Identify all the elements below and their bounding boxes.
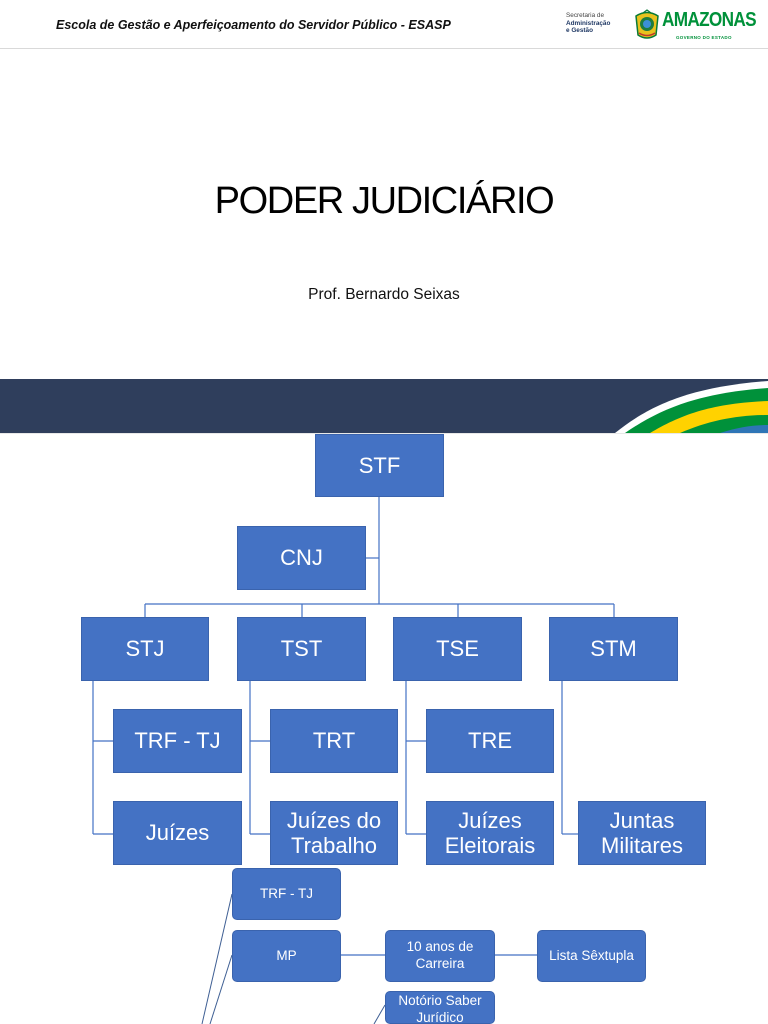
node-tst: TST	[237, 617, 366, 681]
secretariat-line: Administração	[566, 19, 611, 27]
node-tse: TSE	[393, 617, 522, 681]
secretariat-line: Secretaria de	[566, 12, 605, 19]
org-connectors	[92, 496, 615, 1024]
amazonas-seal-icon	[635, 9, 659, 39]
slide-divider	[0, 433, 768, 434]
node-stj: STJ	[81, 617, 209, 681]
node-appoint-notorio: Notório Saber Jurídico	[385, 991, 495, 1024]
node-trt: TRT	[270, 709, 398, 773]
node-appoint-list: Lista Sêxtupla	[537, 930, 646, 982]
slide-header: Escola de Gestão e Aperfeiçoamento do Se…	[0, 0, 768, 49]
slide-title: PODER JUDICIÁRIO	[214, 180, 555, 222]
node-juntas-militares: Juntas Militares	[578, 801, 706, 865]
org-chart: STF CNJ STJ TST TSE STM TRF - TJ Juízes …	[0, 434, 768, 1024]
secretariat-line: e Gestão	[566, 27, 593, 35]
node-juizes: Juízes	[113, 801, 242, 865]
state-name: AMAZONAS	[662, 9, 757, 31]
footer-band	[0, 379, 768, 433]
secretariat-logo: Secretaria de Administração e Gestão	[566, 12, 624, 38]
flag-wave-icon	[615, 381, 768, 433]
node-stf: STF	[315, 434, 444, 497]
title-slide: Escola de Gestão e Aperfeiçoamento do Se…	[0, 0, 768, 433]
node-tre: TRE	[426, 709, 554, 773]
node-appoint-mp: MP	[232, 930, 341, 982]
node-stm: STM	[549, 617, 678, 681]
node-cnj: CNJ	[237, 526, 366, 590]
node-trf-tj: TRF - TJ	[113, 709, 242, 773]
state-subtitle: GOVERNO DO ESTADO	[676, 35, 732, 40]
node-juizes-eleitorais: Juízes Eleitorais	[426, 801, 554, 865]
slide-subtitle: Prof. Bernardo Seixas	[308, 286, 460, 303]
node-appoint-trf-tj: TRF - TJ	[232, 868, 341, 920]
node-appoint-career: 10 anos de Carreira	[385, 930, 495, 982]
node-juizes-trabalho: Juízes do Trabalho	[270, 801, 398, 865]
school-name: Escola de Gestão e Aperfeiçoamento do Se…	[56, 18, 451, 32]
